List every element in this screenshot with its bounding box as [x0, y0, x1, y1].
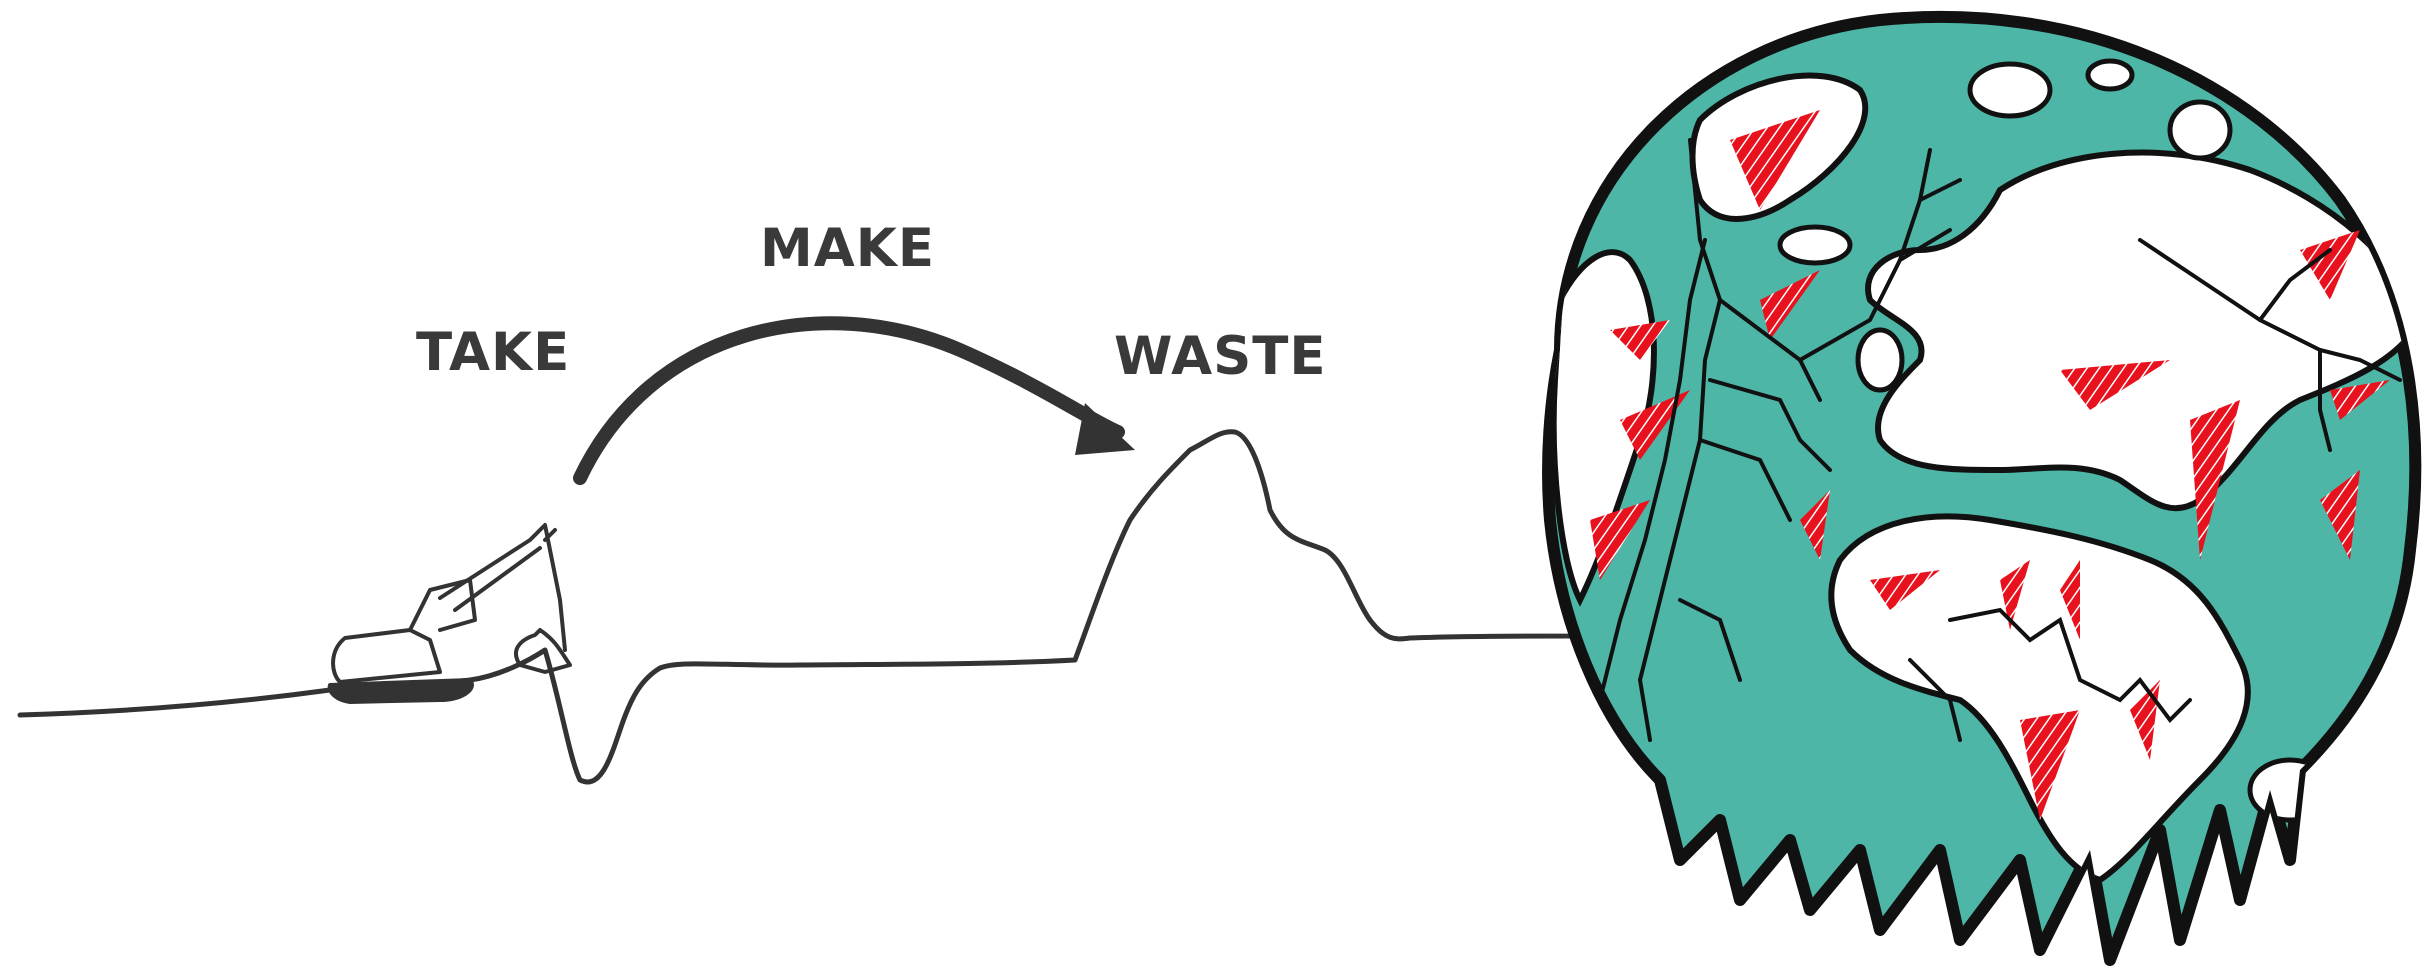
melting-earth-icon	[1548, 17, 2420, 960]
label-take: TAKE	[416, 326, 570, 379]
excavator-icon	[330, 525, 570, 702]
label-make: MAKE	[760, 222, 935, 275]
label-waste: WASTE	[1114, 330, 1327, 383]
flow-arrow	[580, 323, 1118, 478]
arrow-head	[1075, 403, 1135, 455]
landscape-line	[20, 432, 1665, 782]
